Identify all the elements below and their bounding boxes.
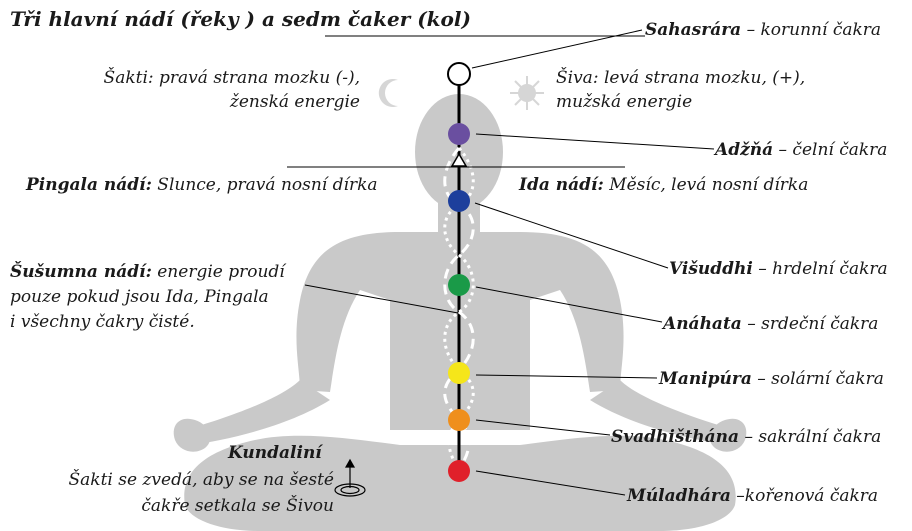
label-sahasrara-desc: – korunní čakra (747, 20, 881, 40)
label-muladhara-desc: –kořenová čakra (736, 486, 878, 506)
shakti-line2: ženská energie (230, 92, 360, 112)
label-pingala-name: Pingala nádí: (26, 175, 152, 195)
chakra-anahata (448, 274, 470, 296)
moon-icon (379, 79, 398, 107)
label-adznja-desc: – čelní čakra (779, 140, 888, 160)
label-pingala: Pingala nádí: Slunce, pravá nosní dírka (26, 175, 378, 195)
label-svadhisthana-desc: – sakrální čakra (744, 427, 881, 447)
label-manipura-name: Manipúra (659, 369, 752, 389)
label-sushumna-name: Šušumna nádí: (10, 262, 152, 282)
shiva-line2: mužská energie (556, 92, 692, 112)
label-kundalini-name: Kundaliní (228, 443, 322, 463)
label-sahasrara: Sahasrára – korunní čakra (645, 20, 881, 40)
shakti-line1: Šakti: pravá strana mozku (-), (104, 68, 360, 88)
label-kundalini-line2: čakře setkala se Šivou (141, 496, 334, 516)
label-sushumna-line2: pouze pokud jsou Ida, Pingala (10, 287, 269, 307)
label-manipura-desc: – solární čakra (757, 369, 884, 389)
page-title: Tři hlavní nádí (řeky ) a sedm čaker (ko… (10, 9, 471, 29)
chakra-adznja (448, 123, 470, 145)
label-kundalini-line1: Šakti se zvedá, aby se na šesté (69, 470, 335, 490)
chakra-visuddhi (448, 190, 470, 212)
label-pingala-desc: Slunce, pravá nosní dírka (157, 175, 377, 195)
chakra-muladhara (448, 460, 470, 482)
label-sushumna-line3: i všechny čakry čisté. (10, 312, 195, 332)
label-anahata-name: Anáhata (663, 314, 742, 334)
label-visuddhi: Višuddhi – hrdelní čakra (669, 259, 888, 279)
label-manipura: Manipúra – solární čakra (659, 369, 884, 389)
label-sushumna-line1: energie proudí (157, 262, 285, 282)
label-adznja: Adžňá – čelní čakra (715, 140, 887, 160)
label-sahasrara-name: Sahasrára (645, 20, 741, 40)
sun-icon (510, 76, 544, 110)
label-anahata: Anáhata – srdeční čakra (663, 314, 878, 334)
label-ida-desc: Měsíc, levá nosní dírka (609, 175, 808, 195)
label-sushumna: Šušumna nádí: energie proudí (10, 262, 285, 282)
chakra-manipura (448, 362, 470, 384)
label-anahata-desc: – srdeční čakra (747, 314, 878, 334)
label-visuddhi-name: Višuddhi (669, 259, 753, 279)
chakra-sahasrara (448, 63, 470, 85)
label-muladhara: Múladhára –kořenová čakra (627, 486, 878, 506)
label-svadhisthana-name: Svadhišthána (611, 427, 739, 447)
label-svadhisthana: Svadhišthána – sakrální čakra (611, 427, 881, 447)
label-ida-name: Ida nádí: (519, 175, 604, 195)
label-muladhara-name: Múladhára (627, 486, 731, 506)
shiva-line1: Šiva: levá strana mozku, (+), (556, 68, 805, 88)
leader-adznja (476, 134, 714, 149)
label-visuddhi-desc: – hrdelní čakra (758, 259, 887, 279)
label-ida: Ida nádí: Měsíc, levá nosní dírka (519, 175, 808, 195)
chakra-svadhisthana (448, 409, 470, 431)
label-adznja-name: Adžňá (715, 140, 773, 160)
